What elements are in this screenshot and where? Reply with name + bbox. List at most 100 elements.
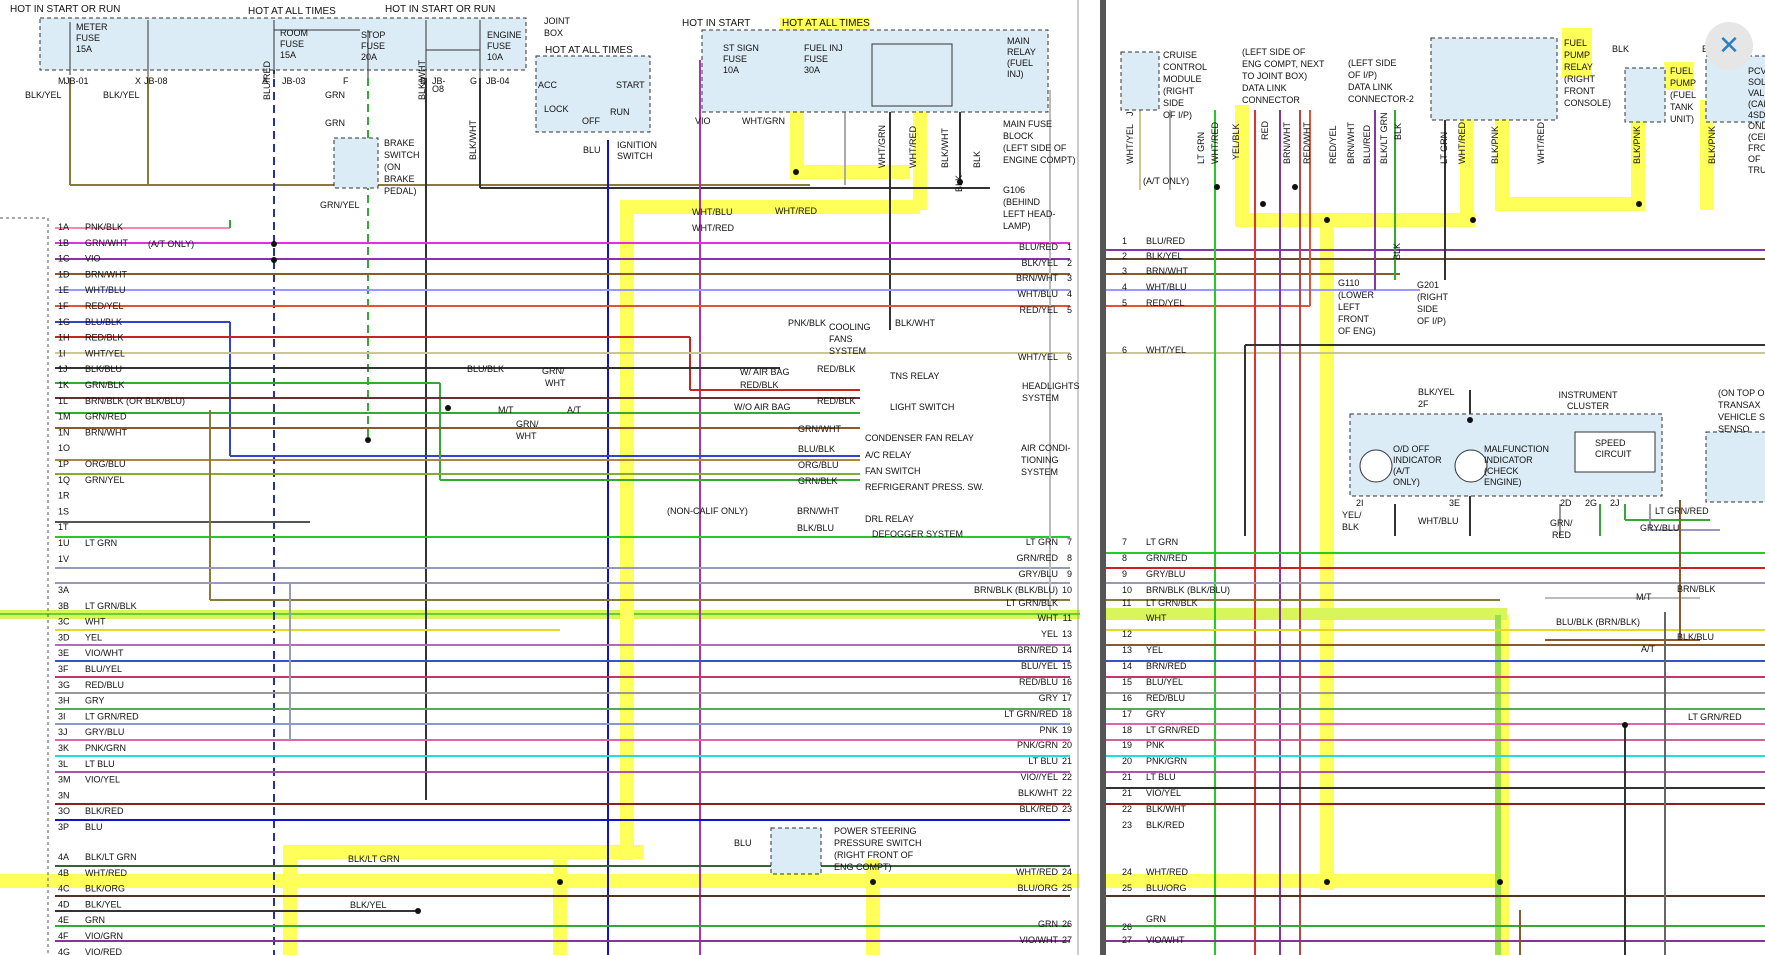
vss-box — [1705, 431, 1765, 503]
pin-1S: 1S — [58, 506, 69, 516]
wire-blk-yel3: BLK/YEL — [350, 900, 387, 910]
wire-r-ltgrn2: LT GRN — [1439, 132, 1449, 164]
out-num-0: 1 — [1067, 242, 1072, 252]
brake-switch-label-4: PEDAL) — [384, 186, 417, 196]
wire-r-ltgrn-red2: LT GRN/RED — [1688, 712, 1742, 722]
pin-3G: 3G — [58, 680, 70, 690]
pcv-label-0: PCV — [1748, 66, 1765, 76]
ignition-position-0: ACC — [538, 80, 558, 90]
g106-label-0: G106 — [1003, 185, 1025, 195]
in-wire-25: WHT/RED — [1146, 867, 1188, 877]
out-num-6: 7 — [1067, 537, 1072, 547]
junction-jb04: JB-04 — [486, 76, 510, 86]
brake-switch-box — [333, 137, 379, 189]
pin-wire-1H: RED/BLK — [85, 333, 124, 343]
pin-1I: 1I — [58, 348, 66, 358]
wires-left — [55, 40, 1070, 955]
in-num-13: 13 — [1122, 645, 1132, 655]
junction-p2f: 2F — [1418, 399, 1429, 409]
pin-3A: 3A — [58, 585, 69, 595]
in-num-1: 2 — [1122, 251, 1127, 261]
hot-all-times-2: HOT AT ALL TIMES — [782, 18, 870, 29]
in-num-8: 9 — [1122, 569, 1127, 579]
wires-right — [1105, 110, 1765, 955]
ignition-position-2: OFF — [582, 116, 600, 126]
wire-r-red-wht: RED/WHT — [1302, 122, 1312, 164]
pin-4B: 4B — [58, 868, 69, 878]
out-wire-6: LT GRN — [1026, 537, 1058, 547]
out-num-19: 20 — [1062, 740, 1072, 750]
in-wire-0: BLU/RED — [1146, 236, 1186, 246]
pin-wire-3K: PNK/GRN — [85, 743, 126, 753]
wire-grn2: GRN — [325, 118, 345, 128]
out-wire-3: WHT/BLU — [1018, 289, 1059, 299]
joint-box-label-1: BOX — [544, 28, 563, 38]
od-off-label-2: (A/T — [1393, 466, 1411, 476]
out-num-16: 17 — [1062, 693, 1072, 703]
close-button[interactable]: ✕ — [1705, 22, 1753, 70]
wire-blk-wht: BLK/WHT — [417, 59, 427, 100]
wire-cooling-1: FANS — [829, 334, 853, 344]
wire-blk-wht-cf: BLK/WHT — [895, 318, 936, 328]
pin-wire-1A: PNK/BLK — [85, 222, 123, 232]
pin-1A: 1A — [58, 222, 69, 232]
out-wire-18: PNK — [1039, 725, 1058, 735]
out-num-14: 15 — [1062, 661, 1072, 671]
pin-4C: 4C — [58, 884, 70, 894]
wire-r-wht-red3: WHT/RED — [1536, 122, 1546, 164]
wire-at-only2: (A/T ONLY) — [1143, 176, 1189, 186]
in-wire-18: LT GRN/RED — [1146, 725, 1200, 735]
cruise-box — [1120, 51, 1160, 111]
in-num-15: 15 — [1122, 677, 1132, 687]
in-wire-21: LT BLU — [1146, 772, 1176, 782]
out-wire-8: GRY/BLU — [1019, 569, 1058, 579]
out-wire-27: VIO/WHT — [1020, 935, 1059, 945]
pin-wire-3C: WHT — [85, 617, 106, 627]
fuel-inj-fuse-label-2: 30A — [804, 65, 820, 75]
in-num-25: 24 — [1122, 867, 1132, 877]
junction-p2i: 2I — [1356, 498, 1364, 508]
wire-r-grn-red: GRN/ — [1550, 518, 1573, 528]
fuel-pump-box — [1624, 55, 1765, 123]
pin-wire-3B: LT GRN/BLK — [85, 601, 137, 611]
wire-refr: REFRIGERANT PRESS. SW. — [865, 482, 984, 492]
out-wire-9: BRN/BLK (BLK/BLU) — [974, 585, 1058, 595]
wire-r-red: RED — [1260, 120, 1270, 140]
wire-cond: CONDENSER FAN RELAY — [865, 433, 974, 443]
wire-r-red-yel: RED/YEL — [1328, 125, 1338, 164]
brake-switch-label-2: (ON — [384, 162, 401, 172]
joint-box — [39, 17, 527, 78]
wire-at: A/T — [567, 405, 582, 415]
cruise-module-label-0: CRUISE — [1163, 50, 1197, 60]
junction-p3e: 3E — [1449, 498, 1460, 508]
pin-1F: 1F — [58, 301, 69, 311]
fuel-pump-label-3: TANK — [1670, 102, 1693, 112]
wire-r-blu-red: BLU/RED — [1362, 124, 1372, 164]
out-num-7: 8 — [1067, 553, 1072, 563]
brake-switch-label-1: SWITCH — [384, 150, 420, 160]
out-wire-12: YEL — [1041, 629, 1058, 639]
pane-divider — [1100, 0, 1106, 955]
g110-label-4: OF ENG) — [1338, 326, 1376, 336]
out-num-1: 2 — [1067, 258, 1072, 268]
out-num-13: 14 — [1062, 645, 1072, 655]
vss-label-2: VEHICLE SP — [1718, 412, 1765, 422]
wire-r-blk-blu: BLK/BLU — [1677, 632, 1714, 642]
wire-ac-sys-1: TIONING — [1021, 455, 1059, 465]
main-fuse-block-label-0: MAIN FUSE — [1003, 119, 1052, 129]
st-sign-fuse-label-0: ST SIGN — [723, 43, 759, 53]
wire-red-blk1: RED/BLK — [817, 364, 856, 374]
fuel-pump-relay-label-5: CONSOLE) — [1564, 98, 1611, 108]
junction-jb03: JB-03 — [282, 76, 306, 86]
meter-fuse-label-2: 15A — [76, 44, 92, 54]
pin-3L: 3L — [58, 759, 68, 769]
wire-r-blk-yel: BLK/YEL — [1418, 387, 1455, 397]
pin-1K: 1K — [58, 380, 69, 390]
wire-r-yel-blk: YEL/BLK — [1231, 123, 1241, 160]
brake-switch-label-0: BRAKE — [384, 138, 415, 148]
room-fuse-label-0: ROOM — [280, 28, 308, 38]
wire-ac-1: GRN/WHT — [798, 424, 841, 434]
pcv-label-4: 4SD — [1748, 110, 1765, 120]
wire-r-blk-pnk3: BLK/PNK — [1707, 126, 1717, 164]
